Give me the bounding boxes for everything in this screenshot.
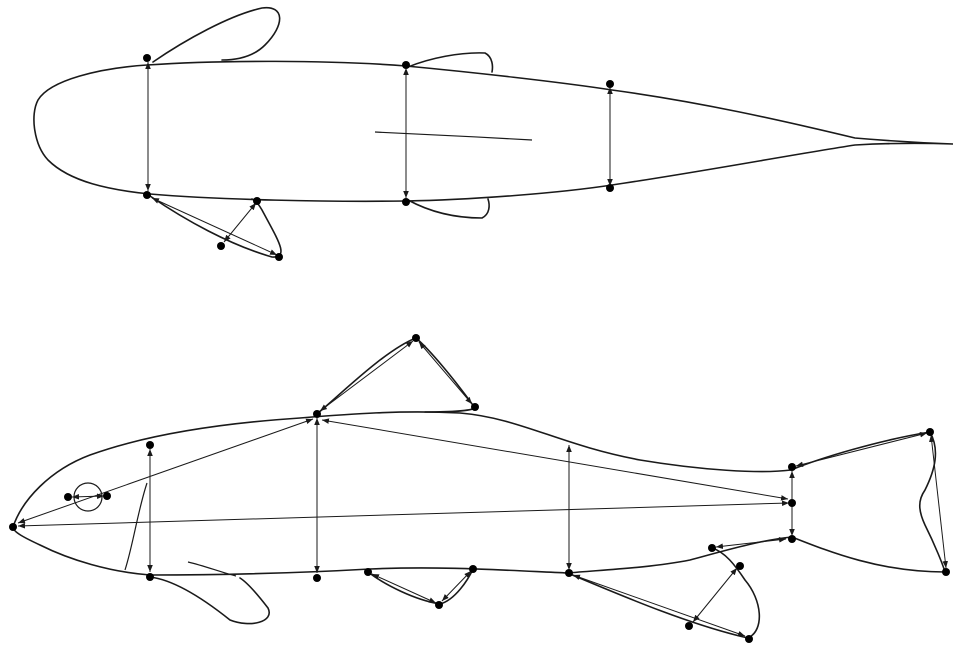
landmark-point <box>788 535 796 543</box>
lateral-eye-diameter-measure <box>72 496 104 497</box>
lateral-dorsal-to-caudal-measure <box>322 420 788 499</box>
dorsal-fin-line <box>375 132 532 140</box>
landmark-point <box>469 565 477 573</box>
landmark-point <box>942 568 950 576</box>
dorsal-pectoral-width-measure <box>224 203 256 242</box>
lateral-body-outline <box>13 412 945 575</box>
landmark-point <box>103 492 111 500</box>
lateral-caudal-height-measure <box>931 435 946 568</box>
landmark-point <box>565 569 573 577</box>
landmark-point <box>745 635 753 643</box>
landmark-point <box>313 574 321 582</box>
landmark-point <box>788 463 796 471</box>
lateral-standard-length-measure <box>18 503 789 526</box>
lateral-dorsal-fin-base-front-measure <box>320 341 413 411</box>
lateral-pelvic-fin-length-measure <box>372 574 436 603</box>
landmark-point <box>471 403 479 411</box>
landmark-point <box>253 197 261 205</box>
lateral-anal-fin-width-measure <box>693 568 737 622</box>
landmark-point <box>926 428 934 436</box>
landmark-point <box>435 601 443 609</box>
lateral-dorsal-fin-back-measure <box>419 342 472 404</box>
dorsal-pectoral-length-measure <box>152 198 277 255</box>
lateral-view <box>9 334 950 643</box>
landmark-point <box>736 562 744 570</box>
lateral-pectoral-fin <box>150 577 269 624</box>
lateral-dorsal-fin <box>318 338 475 413</box>
lateral-anal-fin <box>570 548 759 638</box>
dorsal-body-outline <box>34 61 953 201</box>
lateral-caudal-upper-measure <box>796 433 927 466</box>
landmark-point <box>685 622 693 630</box>
landmark-point <box>275 253 283 261</box>
lateral-operculum-line <box>125 483 147 570</box>
landmark-point <box>364 568 372 576</box>
landmark-point <box>402 61 410 69</box>
landmark-point <box>313 410 321 418</box>
landmark-point <box>143 191 151 199</box>
lateral-pelvic-fin-back-measure <box>442 571 471 601</box>
landmark-point <box>402 198 410 206</box>
landmark-point <box>217 242 225 250</box>
dorsal-upper-pelvic-fin <box>408 53 492 72</box>
landmark-point <box>146 573 154 581</box>
dorsal-view <box>34 8 953 261</box>
landmark-point <box>708 544 716 552</box>
lateral-anal-fin-length-measure <box>573 575 745 636</box>
lateral-anal-fin-base-measure <box>716 539 786 547</box>
landmark-point <box>606 80 614 88</box>
landmark-point <box>64 493 72 501</box>
dorsal-lower-pelvic-fin <box>408 199 489 218</box>
landmark-point <box>412 334 420 342</box>
dorsal-upper-pectoral-fin <box>153 8 280 62</box>
landmark-point <box>788 499 796 507</box>
landmark-point <box>9 523 17 531</box>
landmark-point <box>606 184 614 192</box>
lateral-pelvic-fin <box>368 569 473 604</box>
landmark-point <box>146 441 154 449</box>
landmark-point <box>143 54 151 62</box>
